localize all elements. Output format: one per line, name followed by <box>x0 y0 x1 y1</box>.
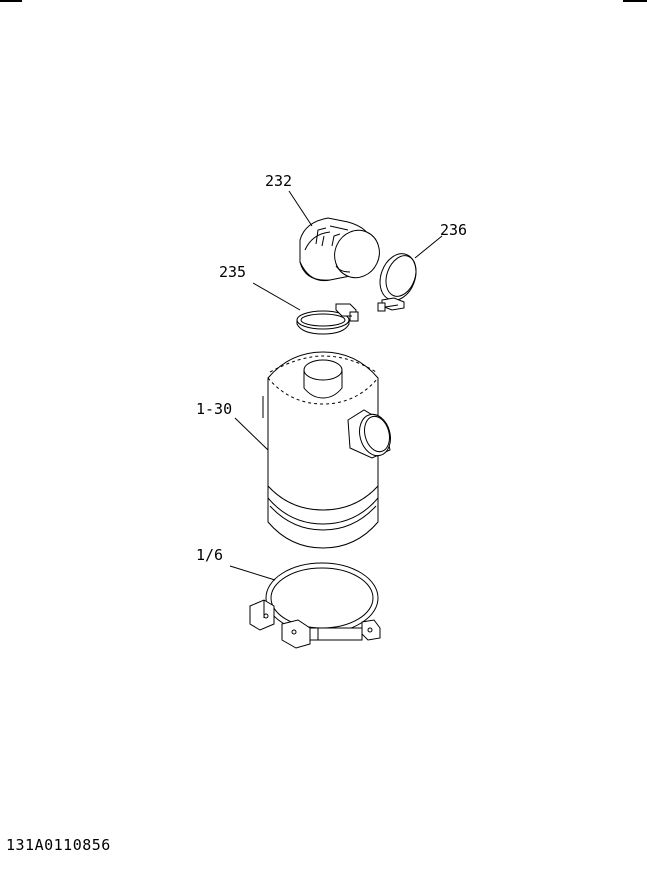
label-235: 235 <box>219 263 246 281</box>
label-1-6: 1/6 <box>196 546 223 564</box>
label-232: 232 <box>265 172 292 190</box>
air-cleaner-body-part[interactable] <box>267 351 395 549</box>
leader-232 <box>288 190 313 227</box>
corner-mark-left <box>0 0 22 2</box>
leader-1-30 <box>234 417 269 451</box>
leader-1-6 <box>229 565 276 581</box>
diagram-code: 131A0110856 <box>6 836 111 854</box>
mounting-band-part[interactable] <box>249 562 381 649</box>
elbow-hose-part[interactable] <box>299 217 387 285</box>
leader-236 <box>414 235 443 259</box>
label-1-30: 1-30 <box>196 400 232 418</box>
leader-235 <box>252 282 301 311</box>
label-236: 236 <box>440 221 467 239</box>
hose-clamp-left-part[interactable] <box>296 303 359 335</box>
corner-mark-right <box>623 0 647 2</box>
hose-clamp-right-part[interactable] <box>374 249 422 312</box>
